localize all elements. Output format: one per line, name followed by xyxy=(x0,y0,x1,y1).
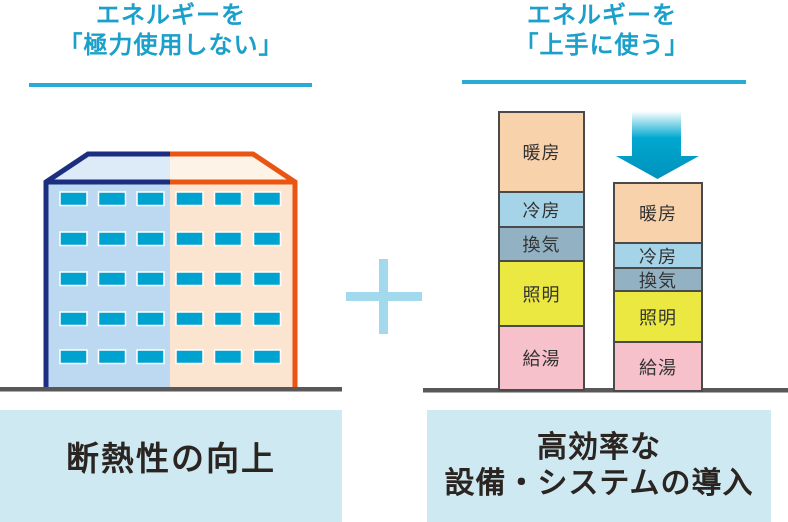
window xyxy=(59,231,88,247)
bar-segment-after-冷房: 冷房 xyxy=(613,242,703,269)
window xyxy=(213,311,243,327)
bar-after: 暖房冷房換気照明給湯 xyxy=(613,182,703,392)
ground-line-right xyxy=(423,388,788,393)
bar-segment-before-冷房: 冷房 xyxy=(498,191,585,228)
bar-before: 暖房冷房換気照明給湯 xyxy=(498,111,585,391)
window xyxy=(175,311,204,327)
right-title: エネルギーを 「上手に使う」 xyxy=(430,1,774,61)
right-title-underline xyxy=(462,80,746,84)
down-arrow-icon xyxy=(616,111,699,179)
window xyxy=(136,311,165,327)
bar-segment-after-照明: 照明 xyxy=(613,290,703,343)
window xyxy=(136,191,165,207)
window xyxy=(59,271,88,287)
window xyxy=(97,191,127,207)
window xyxy=(59,311,88,327)
window xyxy=(252,231,282,247)
window xyxy=(97,311,127,327)
left-caption-box: 断熱性の向上 xyxy=(0,410,342,522)
building-illustration xyxy=(43,151,298,390)
window xyxy=(252,349,282,365)
window xyxy=(213,231,243,247)
right-title-line1: エネルギーを xyxy=(527,2,677,29)
bar-segment-before-給湯: 給湯 xyxy=(498,325,585,391)
plus-vertical-bar xyxy=(379,259,388,334)
window xyxy=(175,231,204,247)
right-title-line2: 「上手に使う」 xyxy=(514,32,690,59)
bar-segment-after-換気: 換気 xyxy=(613,267,703,292)
building-windows xyxy=(59,191,282,365)
right-caption-line2: 設備・システムの導入 xyxy=(444,467,754,500)
window xyxy=(136,231,165,247)
window xyxy=(97,231,127,247)
window xyxy=(213,349,243,365)
bar-segment-before-照明: 照明 xyxy=(498,260,585,327)
window xyxy=(252,311,282,327)
building-right-outline xyxy=(170,151,298,390)
left-title-underline xyxy=(29,83,312,87)
bar-segment-after-給湯: 給湯 xyxy=(613,341,703,392)
ground-line-left xyxy=(0,387,342,392)
window xyxy=(175,349,204,365)
left-title: エネルギーを 「極力使用しない」 xyxy=(0,1,342,61)
window xyxy=(252,271,282,287)
window xyxy=(136,349,165,365)
left-caption-text: 断熱性の向上 xyxy=(66,440,276,477)
window xyxy=(136,271,165,287)
window xyxy=(59,191,88,207)
right-caption-box: 高効率な 設備・システムの導入 xyxy=(427,410,771,522)
bar-segment-before-換気: 換気 xyxy=(498,226,585,262)
bar-segment-before-暖房: 暖房 xyxy=(498,111,585,193)
bar-segment-after-暖房: 暖房 xyxy=(613,182,703,244)
window xyxy=(175,191,204,207)
left-title-line2: 「極力使用しない」 xyxy=(58,32,284,59)
window xyxy=(59,349,88,365)
building-left-outline xyxy=(43,151,170,390)
left-title-line1: エネルギーを xyxy=(96,2,246,29)
window xyxy=(252,191,282,207)
window xyxy=(97,271,127,287)
right-caption-line1: 高効率な xyxy=(537,431,661,464)
window xyxy=(97,349,127,365)
window xyxy=(175,271,204,287)
window xyxy=(213,271,243,287)
window xyxy=(213,191,243,207)
